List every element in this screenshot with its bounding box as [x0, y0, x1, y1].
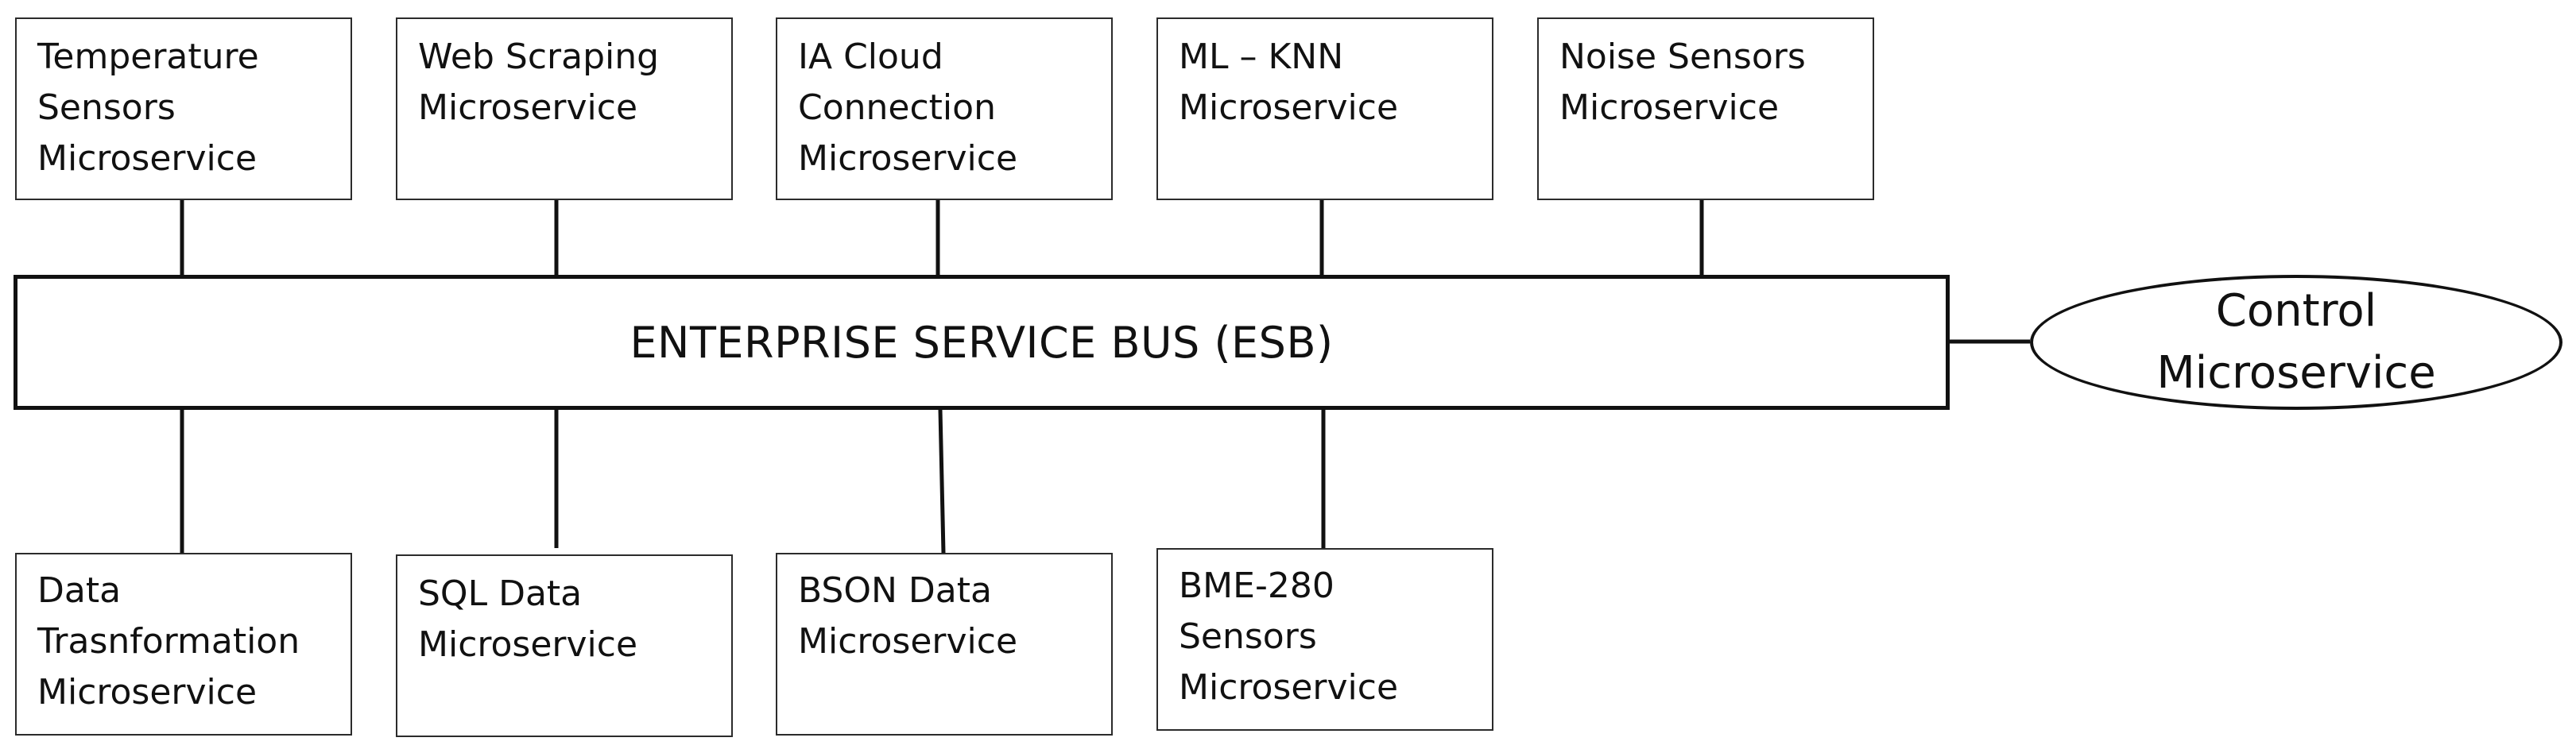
temperature-sensors-microservice: Temperature Sensors Microservice: [15, 17, 352, 200]
bson-data-microservice: BSON Data Microservice: [776, 553, 1113, 736]
web-scraping-microservice: Web Scraping Microservice: [396, 17, 733, 200]
data-transformation-microservice: Data Trasnformation Microservice: [15, 553, 352, 736]
sql-data-microservice: SQL Data Microservice: [396, 554, 733, 737]
ia-cloud-connection-microservice: IA Cloud Connection Microservice: [776, 17, 1113, 200]
connector-bus-to-bsondata: [938, 409, 946, 554]
bus-label: ENTERPRISE SERVICE BUS (ESB): [629, 317, 1334, 368]
control-microservice: Control Microservice: [2030, 275, 2562, 410]
bme-280-sensors-microservice: BME-280 Sensors Microservice: [1156, 548, 1493, 731]
noise-sensors-microservice: Noise Sensors Microservice: [1537, 17, 1874, 200]
control-label: Control Microservice: [2156, 285, 2436, 399]
enterprise-service-bus: ENTERPRISE SERVICE BUS (ESB): [14, 275, 1950, 410]
ml-knn-microservice: ML – KNN Microservice: [1156, 17, 1493, 200]
